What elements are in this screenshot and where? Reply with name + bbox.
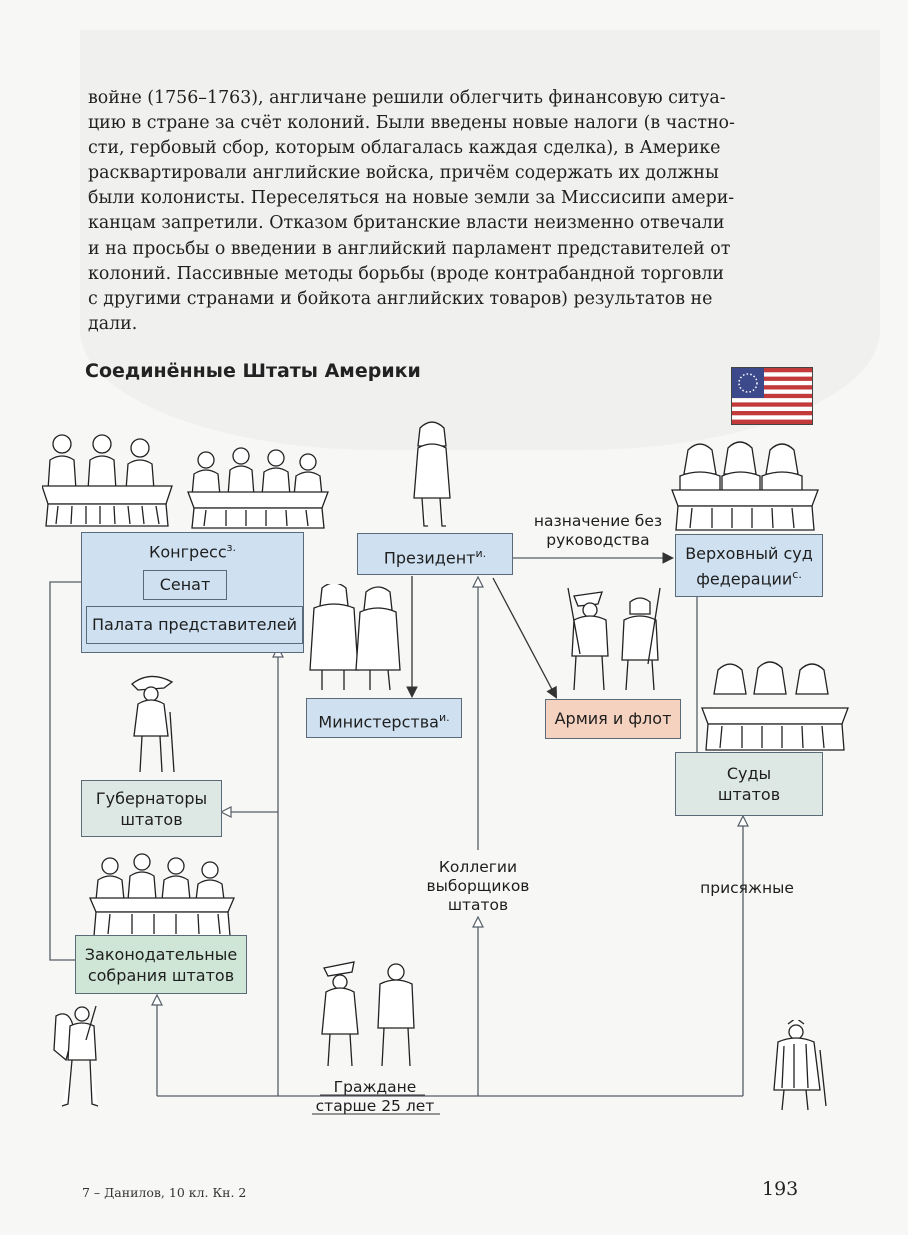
- electors-label: Коллегии выборщиков штатов: [408, 858, 548, 915]
- paragraph-line: цию в стране за счёт колоний. Были введе…: [88, 113, 735, 134]
- ministries-superscript: и.: [438, 711, 450, 724]
- congress-label: Конгресс: [149, 542, 227, 562]
- supreme-court-superscript: с.: [792, 568, 802, 581]
- president-box: Президенти.: [357, 533, 513, 575]
- supreme-court-line2: федерации: [696, 569, 793, 589]
- legislatures-line1: Законодательные: [84, 945, 238, 964]
- state-courts-box: Суды штатов: [675, 752, 823, 816]
- supreme-court-line1: Верховный суд: [685, 544, 813, 563]
- governors-line2: штатов: [120, 810, 183, 829]
- governor-illustration: [131, 675, 175, 773]
- pioneer-illustration: [53, 1005, 99, 1107]
- house-label: Палата представителей: [92, 615, 297, 634]
- house-box: Палата представителей: [86, 606, 303, 644]
- president-label: Президент: [383, 548, 476, 568]
- state-courts-line2: штатов: [717, 785, 781, 804]
- paragraph-line: были колонисты. Переселяться на новые зе…: [88, 188, 735, 209]
- body-paragraph: войне (1756–1763), англичане решили обле…: [88, 86, 808, 337]
- congress-superscript: з.: [226, 541, 236, 554]
- paragraph-line: расквартировали английские войска, причё…: [88, 163, 719, 184]
- supreme-court-box: Верховный суд федерациис.: [675, 534, 823, 597]
- citizens-illustration: [321, 961, 415, 1067]
- congress-members-illustration: [42, 434, 173, 527]
- paragraph-line: дали.: [88, 313, 138, 334]
- house-members-illustration: [187, 447, 329, 529]
- paragraph-line: и на просьбы о введении в английский пар…: [88, 238, 731, 259]
- legislature-members-illustration: [89, 853, 235, 937]
- legislatures-box: Законодательные собрания штатов: [75, 935, 247, 994]
- citizens-line2: старше 25 лет: [315, 1097, 435, 1115]
- native-american-illustration: [773, 1020, 827, 1111]
- appointment-note-line2: руководства: [546, 531, 650, 549]
- paragraph-line: с другими странами и бойкота английских …: [88, 288, 713, 309]
- ministries-label: Министерства: [318, 712, 439, 732]
- president-superscript: и.: [475, 547, 487, 560]
- us-flag-icon: [731, 367, 813, 425]
- electors-line1: Коллегии: [438, 858, 518, 876]
- appointment-note: назначение без руководства: [528, 512, 668, 550]
- ministers-illustration: [309, 584, 401, 691]
- electors-line2: выборщиков: [426, 877, 530, 895]
- soldiers-illustration: [567, 587, 661, 691]
- ministries-box: Министерстваи.: [306, 698, 462, 738]
- senate-label: Сенат: [159, 575, 211, 594]
- citizens-label: Граждане старше 25 лет: [300, 1078, 450, 1116]
- paragraph-line: сти, гербовый сбор, которым облагалась к…: [88, 138, 721, 159]
- state-judges-illustration: [701, 661, 849, 751]
- state-courts-line1: Суды: [726, 764, 772, 783]
- army-label: Армия и флот: [554, 709, 672, 728]
- president-illustration: [413, 421, 451, 527]
- appointment-note-line1: назначение без: [533, 512, 663, 530]
- senate-box: Сенат: [143, 570, 227, 600]
- paragraph-line: канцам запретили. Отказом британские вла…: [88, 213, 725, 234]
- electors-line3: штатов: [447, 896, 509, 914]
- governors-box: Губернаторы штатов: [81, 780, 222, 837]
- paragraph-line: войне (1756–1763), англичане решили обле…: [88, 88, 726, 108]
- governors-line1: Губернаторы: [95, 789, 208, 808]
- legislatures-line2: собрания штатов: [87, 966, 235, 985]
- diagram-title: Соединённые Штаты Америки: [85, 360, 421, 382]
- army-box: Армия и флот: [545, 699, 681, 739]
- paragraph-line: колоний. Пассивные методы борьбы (вроде …: [88, 263, 725, 284]
- citizens-line1: Граждане: [333, 1078, 417, 1096]
- footer-book-info: 7 – Данилов, 10 кл. Кн. 2: [82, 1185, 247, 1200]
- page-number: 193: [762, 1178, 799, 1200]
- supreme-court-judges-illustration: [671, 441, 819, 531]
- jurors-label: присяжные: [700, 879, 794, 897]
